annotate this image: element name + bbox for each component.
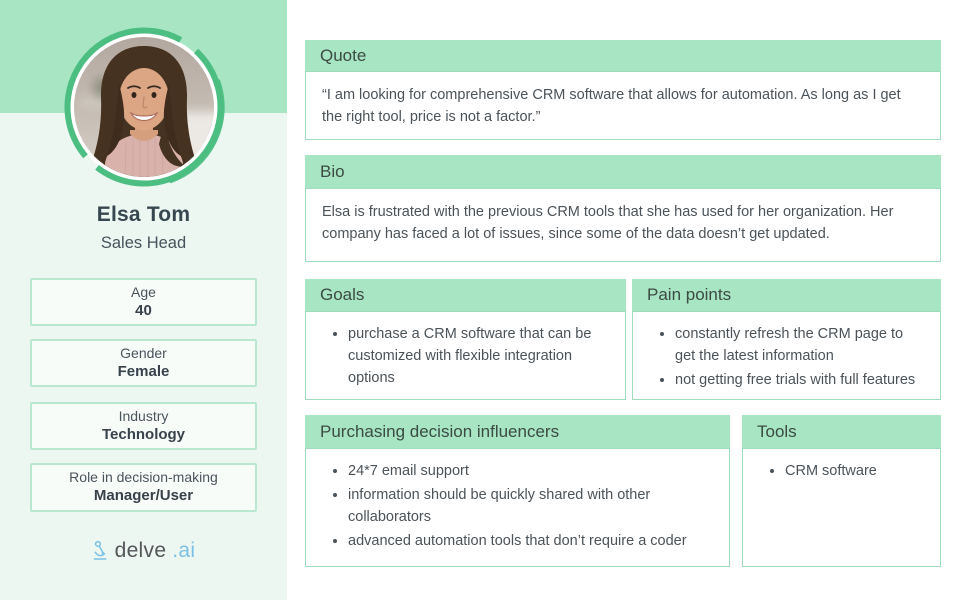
list-item: CRM software: [785, 460, 926, 482]
pain-points-section-body: constantly refresh the CRM page to get t…: [632, 311, 941, 400]
persona-name: Elsa Tom: [96, 203, 191, 226]
attribute-label: Gender: [120, 344, 167, 361]
attribute-card-gender: Gender Female: [30, 339, 257, 387]
microscope-icon: [92, 540, 109, 563]
avatar-illustration: [64, 27, 225, 187]
tools-section-body: CRM software: [742, 448, 941, 567]
goals-section: Goals purchase a CRM software that can b…: [305, 279, 626, 400]
goals-list: purchase a CRM software that can be cust…: [306, 312, 625, 402]
purchasing-decision-influencers-body: 24*7 email supportinformation should be …: [305, 448, 730, 567]
pain-points-section-header: Pain points: [632, 279, 941, 311]
attribute-card-age: Age 40: [30, 278, 257, 326]
goals-section-body: purchase a CRM software that can be cust…: [305, 311, 626, 400]
purchasing-decision-influencers-section: Purchasing decision influencers 24*7 ema…: [305, 415, 730, 567]
tools-list: CRM software: [743, 449, 940, 495]
attribute-card-decision-role: Role in decision-making Manager/User: [30, 463, 257, 512]
pain-points-section: Pain points constantly refresh the CRM p…: [632, 279, 941, 400]
quote-section: Quote “I am looking for comprehensive CR…: [305, 40, 941, 140]
list-item: 24*7 email support: [348, 460, 715, 482]
persona-role: Sales Head: [100, 234, 187, 252]
delve-ai-logo[interactable]: delve.ai: [0, 539, 287, 563]
attribute-value: 40: [135, 301, 152, 319]
bio-section-body: Elsa is frustrated with the previous CRM…: [305, 188, 941, 262]
avatar-ring: [64, 27, 225, 187]
logo-brand-text: delve: [114, 539, 167, 562]
quote-section-body: “I am looking for comprehensive CRM soft…: [305, 71, 941, 140]
attribute-value: Technology: [101, 425, 186, 443]
list-item: constantly refresh the CRM page to get t…: [675, 323, 926, 367]
quote-text: “I am looking for comprehensive CRM soft…: [322, 87, 901, 126]
list-item: purchase a CRM software that can be cust…: [348, 323, 611, 389]
bio-section: Bio Elsa is frustrated with the previous…: [305, 155, 941, 262]
tools-section-header: Tools: [742, 415, 941, 448]
list-item: advanced automation tools that don’t req…: [348, 530, 715, 552]
attribute-value: Female: [117, 362, 170, 380]
attribute-label: Industry: [118, 407, 169, 424]
avatar: [63, 26, 225, 188]
goals-section-header: Goals: [305, 279, 626, 311]
bio-section-header: Bio: [305, 155, 941, 188]
list-item: not getting free trials with full featur…: [675, 369, 926, 391]
bio-text: Elsa is frustrated with the previous CRM…: [322, 204, 894, 243]
sidebar: Elsa Tom Sales Head Age 40 Gender Female…: [0, 0, 287, 600]
attribute-value: Manager/User: [93, 487, 194, 505]
quote-section-header: Quote: [305, 40, 941, 71]
pain-points-list: constantly refresh the CRM page to get t…: [633, 312, 940, 404]
tools-section: Tools CRM software: [742, 415, 941, 567]
list-item: information should be quickly shared wit…: [348, 484, 715, 528]
main-content: Quote “I am looking for comprehensive CR…: [287, 0, 960, 600]
logo-suffix-text: .ai: [172, 539, 196, 562]
attribute-label: Role in decision-making: [69, 469, 218, 486]
attribute-label: Age: [131, 283, 156, 300]
purchasing-decision-influencers-header: Purchasing decision influencers: [305, 415, 730, 448]
influencers-list: 24*7 email supportinformation should be …: [306, 449, 729, 565]
attribute-card-industry: Industry Technology: [30, 402, 257, 450]
